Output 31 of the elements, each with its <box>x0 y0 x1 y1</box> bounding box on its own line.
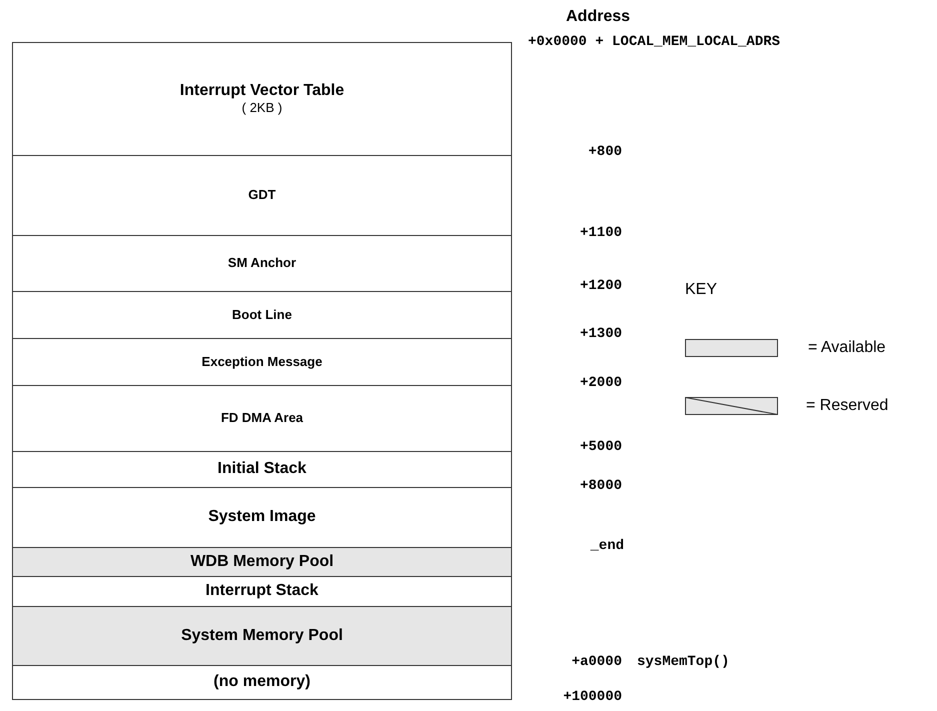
region-name: GDT <box>248 188 276 203</box>
region-name: Interrupt Stack <box>206 582 318 601</box>
region-name: Exception Message <box>202 354 322 370</box>
legend-text: = Reserved <box>806 398 888 414</box>
address-label: +a0000 <box>572 655 622 669</box>
region-name: Boot Line <box>232 308 292 322</box>
address-label: +1100 <box>580 226 622 240</box>
memory-region <box>13 607 511 666</box>
memory-region <box>13 548 511 577</box>
address-label: +0x0000 + LOCAL_MEM_LOCAL_ADRS <box>528 35 780 49</box>
region-name: Interrupt Vector Table <box>180 82 344 101</box>
region-size: ( 2KB ) <box>242 100 282 116</box>
region-name: Initial Stack <box>218 460 306 479</box>
address-label: +800 <box>588 145 622 159</box>
address-label: +100000 <box>563 690 622 704</box>
region-name: System Memory Pool <box>181 626 343 646</box>
heading-label: KEY <box>685 282 718 298</box>
address-label: +8000 <box>580 479 622 493</box>
region-name: SM Anchor <box>228 256 296 271</box>
address-label: +5000 <box>580 440 622 454</box>
region-name: System Image <box>208 508 316 527</box>
region-name: WDB Memory Pool <box>190 552 334 572</box>
address-label: +2000 <box>580 376 622 390</box>
region-name: FD DMA Area <box>220 411 304 426</box>
address-label: _end <box>590 539 624 553</box>
address-label: +1300 <box>580 327 622 341</box>
heading-label: Address <box>566 9 630 25</box>
address-label: +1200 <box>580 279 622 293</box>
legend-text: = Available <box>808 340 886 356</box>
region-name: (no memory) <box>214 673 310 692</box>
address-label: sysMemTop() <box>637 655 730 669</box>
